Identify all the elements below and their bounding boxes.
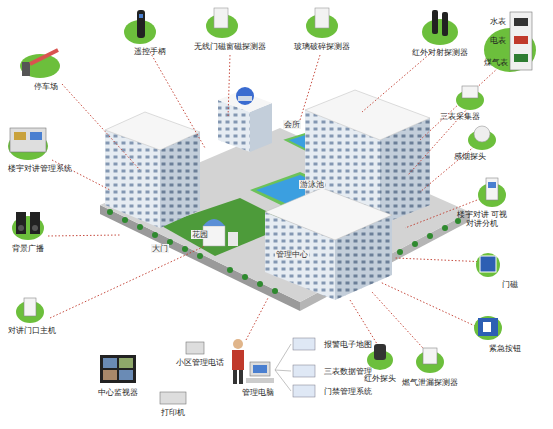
device-label: 管理电脑 xyxy=(242,388,274,397)
device-label: 打印机 xyxy=(161,408,185,417)
device-label: 对讲门口主机 xyxy=(8,326,56,335)
device-label: 楼宇对讲 可视对讲分机 xyxy=(454,210,510,228)
device-label: 紧急按钮 xyxy=(489,344,521,353)
device-label: 小区管理电话 xyxy=(176,358,224,367)
device-label: 中心监视器 xyxy=(98,388,138,397)
area-label: 大门 xyxy=(151,244,169,253)
device-label: 感烟探头 xyxy=(454,152,486,161)
device-label: 电表 xyxy=(490,36,506,45)
device-label: 水表 xyxy=(490,17,506,26)
area-label: 游泳池 xyxy=(299,180,325,189)
device-label: 门磁 xyxy=(502,280,518,289)
device-label: 玻璃破碎探测器 xyxy=(294,42,350,51)
device-label: 停车场 xyxy=(34,82,58,91)
device-label: 背景广播 xyxy=(12,244,44,253)
device-label: 遥控手柄 xyxy=(134,47,166,56)
device-label: 门禁管理系统 xyxy=(324,387,372,396)
area-label: 管理中心 xyxy=(275,250,309,259)
device-label: 无线门磁窗磁探测器 xyxy=(194,42,266,51)
device-label: 楼宇对讲管理系统 xyxy=(8,164,72,173)
device-label: 报警电子地图 xyxy=(324,340,372,349)
device-label: 煤气表 xyxy=(484,58,508,67)
device-label: 红外对射探测器 xyxy=(412,48,468,57)
area-label: 会所 xyxy=(283,120,301,129)
area-label: 花园 xyxy=(191,230,209,239)
device-label: 三表采集器 xyxy=(440,112,480,121)
device-label: 燃气泄漏探测器 xyxy=(402,378,458,387)
device-label: 三表数据管理 xyxy=(324,367,372,376)
